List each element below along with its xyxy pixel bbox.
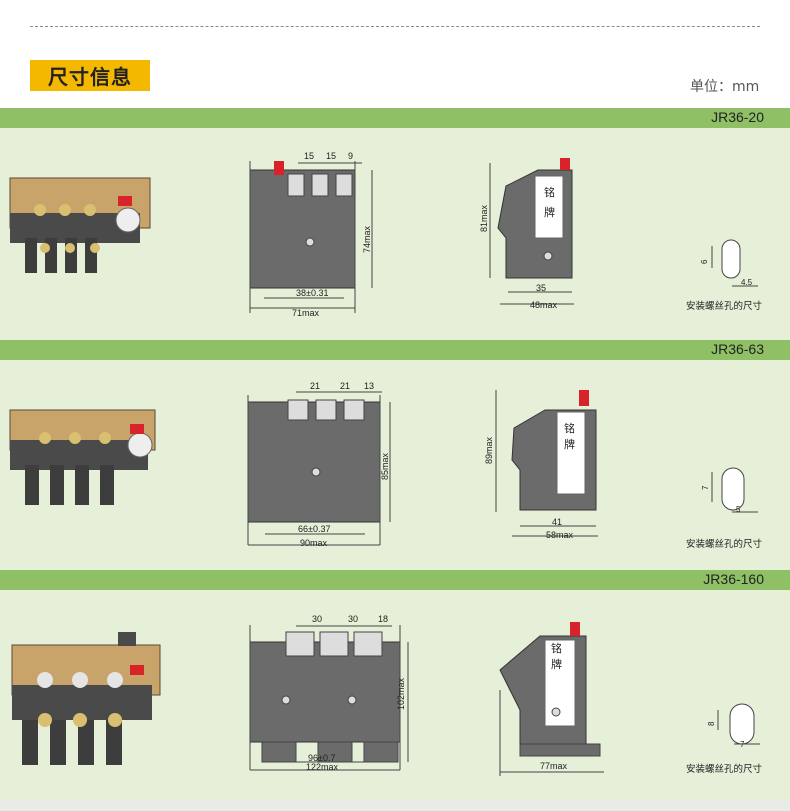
hole-width: 7 [740, 740, 745, 749]
front-inner-width: 66±0.37 [298, 524, 330, 534]
mount-hole [711, 239, 758, 287]
side-view [499, 622, 604, 776]
hole-caption: 安装螺丝孔的尺寸 [686, 301, 763, 312]
hole-caption: 安装螺丝孔的尺寸 [686, 539, 763, 550]
side-height: 89max [484, 436, 494, 464]
section-title-badge: 尺寸信息 [30, 60, 150, 91]
hole-width: 5 [736, 505, 741, 514]
hole-width: 4.5 [741, 278, 753, 287]
product-photo [9, 177, 151, 273]
front-spacing-2: 21 [340, 381, 350, 391]
front-spacing-3: 9 [348, 151, 353, 161]
product-photo [9, 409, 156, 505]
front-spacing-2: 30 [348, 614, 358, 624]
model-name: JR36-63 [711, 341, 764, 357]
model-section-jr36-63: JR36-63 21 21 [0, 340, 790, 570]
product-photo [11, 632, 161, 765]
model-name: JR36-20 [711, 109, 764, 125]
unit-label: 单位：mm [690, 79, 760, 95]
front-width: 122max [306, 762, 339, 772]
model-name: JR36-160 [703, 571, 764, 587]
mount-hole [711, 467, 758, 513]
front-inner-width: 38±0.31 [296, 288, 328, 298]
model-bar [0, 340, 790, 360]
side-view [495, 390, 598, 537]
model-section-jr36-20: JR36-20 [0, 108, 790, 340]
front-spacing-1: 21 [310, 381, 320, 391]
side-depth: 58max [546, 530, 574, 540]
front-width: 71max [292, 308, 320, 318]
front-height: 74max [362, 225, 372, 253]
side-view [489, 158, 574, 305]
side-inner-depth: 41 [552, 517, 562, 527]
front-height: 102max [396, 677, 406, 710]
front-spacing-2: 15 [326, 151, 336, 161]
top-dashed-divider [30, 26, 760, 27]
front-spacing-1: 30 [312, 614, 322, 624]
front-view [249, 161, 373, 313]
front-spacing-1: 15 [304, 151, 314, 161]
side-label: 铭牌 [544, 185, 555, 219]
jr36-63-drawings: 21 21 13 85max 66±0.37 90max 铭牌 89max 41… [9, 381, 758, 548]
front-view [247, 391, 391, 546]
front-width: 90max [300, 538, 328, 548]
side-depth: 48max [530, 300, 558, 310]
front-height: 85max [380, 452, 390, 480]
front-view [249, 625, 409, 771]
model-bar [0, 108, 790, 128]
hole-height: 8 [707, 721, 716, 726]
front-spacing-3: 13 [364, 381, 374, 391]
mount-hole [717, 703, 760, 745]
hole-caption: 安装螺丝孔的尺寸 [686, 764, 763, 775]
front-inner-width: 96±0.7 [308, 753, 335, 763]
model-section-jr36-160: JR36-160 [0, 570, 790, 800]
model-bar [0, 570, 790, 590]
side-label: 铭牌 [564, 421, 575, 451]
bottom-strip [0, 800, 790, 811]
hole-height: 6 [700, 259, 709, 264]
jr36-160-drawings: 30 30 18 102max 96±0.7 122max 铭牌 77max 8… [11, 614, 760, 776]
jr36-20-drawings: 15 15 9 74max 38±0.31 71max 铭牌 81max 35 … [9, 151, 758, 318]
side-label: 铭牌 [551, 641, 562, 671]
side-inner-depth: 35 [536, 283, 546, 293]
hole-height: 7 [701, 485, 710, 490]
front-spacing-3: 18 [378, 614, 388, 624]
side-height: 81max [479, 204, 489, 232]
side-depth: 77max [540, 761, 568, 771]
